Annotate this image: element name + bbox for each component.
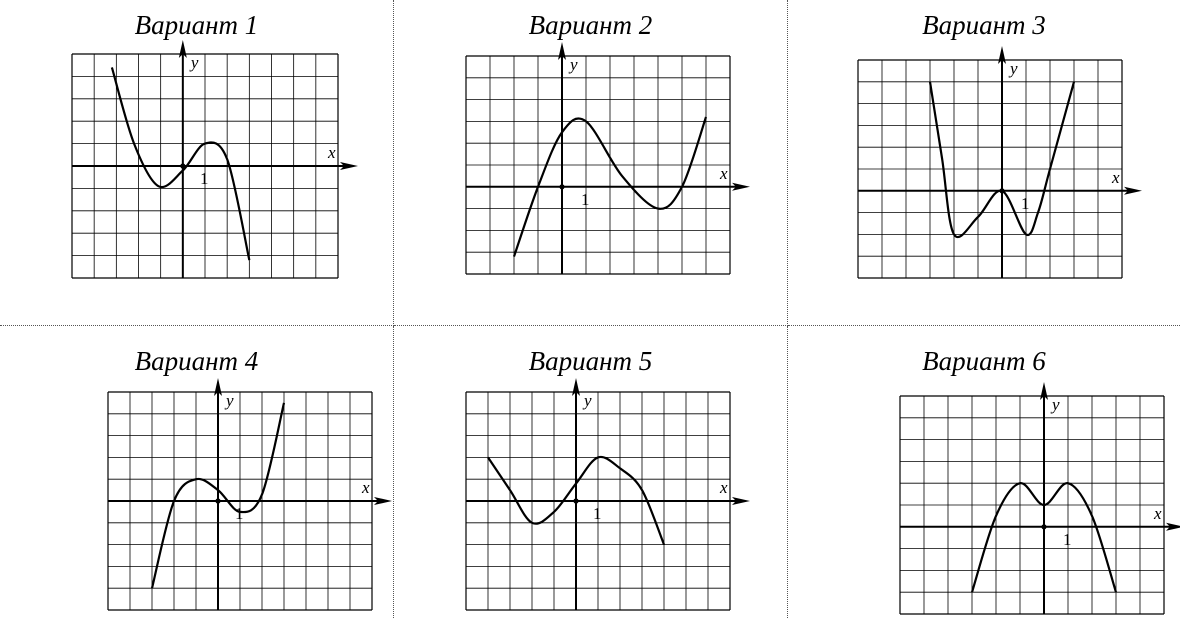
variant-title: Вариант 3 [922,10,1046,40]
variant-title: Вариант 4 [134,346,259,376]
variant-title: Вариант 5 [528,346,653,376]
y-axis-label: y [1008,59,1018,78]
x-axis-arrow [1166,522,1180,531]
x-axis-label: x [719,478,728,497]
graph-variant-5: x y 1 [465,378,750,611]
function-curve [970,482,1118,593]
y-axis-arrow [214,378,222,396]
origin-point [559,184,565,190]
function-curve [150,402,286,589]
function-curve [110,67,251,261]
variant-title: Вариант 2 [528,10,653,40]
function-curve [487,455,666,546]
unit-label: 1 [235,504,244,523]
y-axis-label: y [582,391,592,410]
unit-label: 1 [581,190,590,209]
y-axis-arrow [998,46,1006,64]
variant-title: Вариант 6 [922,346,1046,376]
graph-variant-6: x y 1 [899,382,1180,615]
graph-variant-4: x y 1 [107,378,392,611]
unit-label: 1 [1063,530,1072,549]
variant-cell-6: Вариант 6 [788,326,1180,618]
x-axis-label: x [327,143,336,162]
variant-title: Вариант 1 [134,10,259,40]
y-axis-arrow [558,42,566,60]
y-axis-arrow [1040,382,1048,400]
variant-cell-4: Вариант 4 [0,326,394,618]
y-axis-label: y [1050,395,1060,414]
x-axis-arrow [340,162,358,170]
grid [857,59,1123,279]
y-axis-label: y [568,55,578,74]
origin-point [180,163,186,169]
y-axis-arrow [572,378,580,396]
unit-label: 1 [200,169,209,188]
x-axis-label: x [719,164,728,183]
x-axis-arrow [1124,186,1142,195]
function-curve [512,116,708,257]
graph-variant-3: x y 1 [857,46,1142,279]
variant-cell-5: Вариант 5 [394,326,788,618]
function-curve [928,81,1076,238]
y-axis-label: y [224,391,234,410]
variant-cell-3: Вариант 3 [788,0,1180,326]
unit-label: 1 [593,504,602,523]
y-axis-arrow [178,40,187,58]
graph-variant-1: x y 1 [71,40,358,279]
origin-point [573,498,579,504]
x-axis-label: x [1153,504,1162,523]
x-axis-label: x [361,478,370,497]
variant-cell-2: Вариант 2 [394,0,788,326]
grid [899,395,1165,615]
x-axis-arrow [732,182,750,191]
y-axis-label: y [189,53,199,72]
x-axis-arrow [374,497,392,505]
graph-variant-2: x y 1 [465,42,750,275]
x-axis-label: x [1111,168,1120,187]
variant-cell-1: Вариант 1 [0,0,394,326]
origin-point [215,498,221,504]
origin-point [1041,524,1047,530]
unit-label: 1 [1021,194,1030,213]
x-axis-arrow [732,497,750,505]
